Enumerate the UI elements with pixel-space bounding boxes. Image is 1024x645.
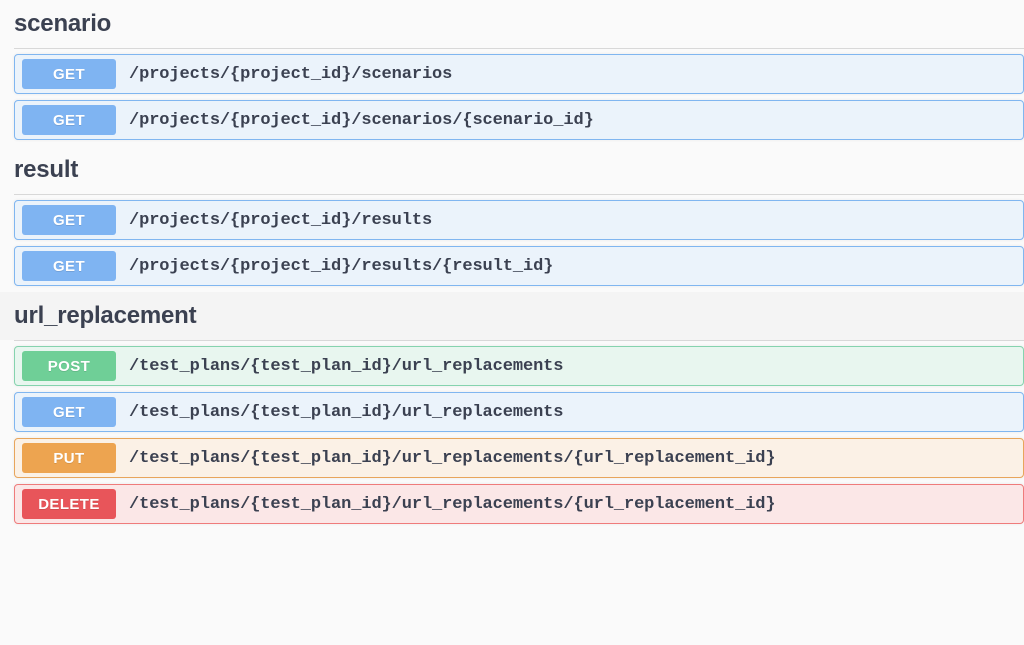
operation-path: /projects/{project_id}/scenarios (129, 65, 452, 84)
operation-path: /test_plans/{test_plan_id}/url_replaceme… (129, 495, 776, 514)
tag-title: result (14, 158, 78, 182)
operation-list: GET/projects/{project_id}/scenariosGET/p… (0, 49, 1024, 140)
operation-row[interactable]: GET/projects/{project_id}/scenarios/{sce… (14, 100, 1024, 140)
http-method-badge: GET (22, 397, 116, 427)
http-method-badge: POST (22, 351, 116, 381)
operation-path: /test_plans/{test_plan_id}/url_replaceme… (129, 449, 776, 468)
http-method-badge: GET (22, 251, 116, 281)
operation-path: /projects/{project_id}/scenarios/{scenar… (129, 111, 594, 130)
operation-row[interactable]: GET/projects/{project_id}/results (14, 200, 1024, 240)
operation-row[interactable]: PUT/test_plans/{test_plan_id}/url_replac… (14, 438, 1024, 478)
tag-section-url_replacement: url_replacementPOST/test_plans/{test_pla… (0, 292, 1024, 524)
http-method-badge: DELETE (22, 489, 116, 519)
tag-section-result: resultGET/projects/{project_id}/resultsG… (0, 146, 1024, 286)
tag-header-result[interactable]: result (0, 146, 1024, 194)
operation-row[interactable]: GET/test_plans/{test_plan_id}/url_replac… (14, 392, 1024, 432)
operation-row[interactable]: GET/projects/{project_id}/results/{resul… (14, 246, 1024, 286)
operation-list: GET/projects/{project_id}/resultsGET/pro… (0, 195, 1024, 286)
operation-path: /test_plans/{test_plan_id}/url_replaceme… (129, 357, 563, 376)
tag-title: scenario (14, 12, 111, 36)
http-method-badge: PUT (22, 443, 116, 473)
operation-path: /projects/{project_id}/results (129, 211, 432, 230)
tag-header-scenario[interactable]: scenario (0, 0, 1024, 48)
tag-section-scenario: scenarioGET/projects/{project_id}/scenar… (0, 0, 1024, 140)
http-method-badge: GET (22, 105, 116, 135)
http-method-badge: GET (22, 205, 116, 235)
operation-path: /projects/{project_id}/results/{result_i… (129, 257, 553, 276)
operation-row[interactable]: POST/test_plans/{test_plan_id}/url_repla… (14, 346, 1024, 386)
tag-header-url_replacement[interactable]: url_replacement (0, 292, 1024, 340)
http-method-badge: GET (22, 59, 116, 89)
operation-row[interactable]: GET/projects/{project_id}/scenarios (14, 54, 1024, 94)
operation-row[interactable]: DELETE/test_plans/{test_plan_id}/url_rep… (14, 484, 1024, 524)
tag-title: url_replacement (14, 304, 196, 328)
operation-list: POST/test_plans/{test_plan_id}/url_repla… (0, 341, 1024, 524)
operation-path: /test_plans/{test_plan_id}/url_replaceme… (129, 403, 563, 422)
